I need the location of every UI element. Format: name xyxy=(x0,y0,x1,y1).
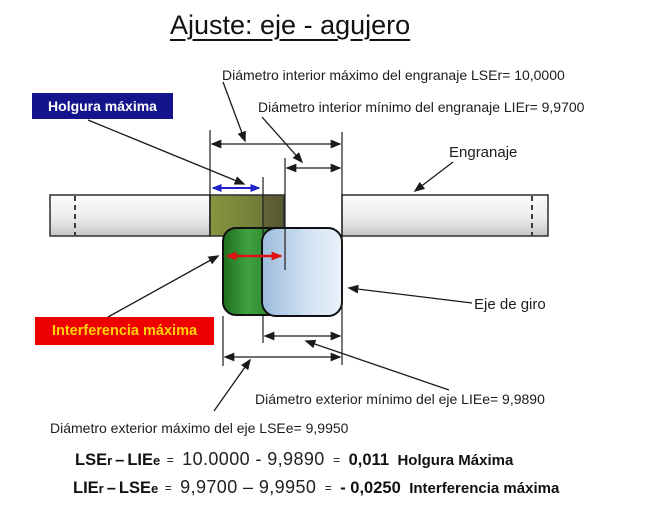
label-diametro-interior-maximo: Diámetro interior máximo del engranaje L… xyxy=(222,67,565,83)
label-diametro-interior-minimo: Diámetro interior mínimo del engranaje L… xyxy=(258,99,585,115)
leader-holgura xyxy=(87,119,246,185)
shaft-min-square xyxy=(261,227,343,317)
leader-dia-int-max xyxy=(222,81,246,143)
leader-eje-de-giro xyxy=(347,284,473,304)
holgura-result: 0,011 xyxy=(348,451,390,469)
gear-body-right xyxy=(341,194,549,237)
interferencia-maxima-badge: Interferencia máxima xyxy=(35,317,214,345)
gear-body-left xyxy=(49,194,211,237)
leader-dia-ext-min xyxy=(304,339,450,391)
leader-dia-int-min xyxy=(261,116,304,164)
formula-holgura: LSEr–LIEe = 10.0000 - 9,9890 = 0,011 Hol… xyxy=(75,449,514,469)
label-diametro-exterior-minimo: Diámetro exterior mínimo del eje LIEe= 9… xyxy=(255,391,545,407)
formula-term: LIE xyxy=(73,479,99,497)
interferencia-result: - 0,0250 xyxy=(340,479,401,497)
leader-interferencia xyxy=(107,255,220,318)
leader-engranaje xyxy=(413,161,454,193)
label-diametro-exterior-maximo: Diámetro exterior máximo del eje LSEe= 9… xyxy=(50,420,349,436)
page-title: Ajuste: eje - agujero xyxy=(170,10,411,40)
formula-term: LSE xyxy=(75,451,108,469)
formula-interferencia: LIEr–LSEe = 9,9700 – 9,9950 = - 0,0250 I… xyxy=(73,477,560,497)
label-eje-de-giro: Eje de giro xyxy=(474,296,546,313)
label-engranaje: Engranaje xyxy=(449,144,518,161)
holgura-maxima-badge: Holgura máxima xyxy=(32,93,173,119)
leader-dia-ext-max xyxy=(213,358,251,412)
